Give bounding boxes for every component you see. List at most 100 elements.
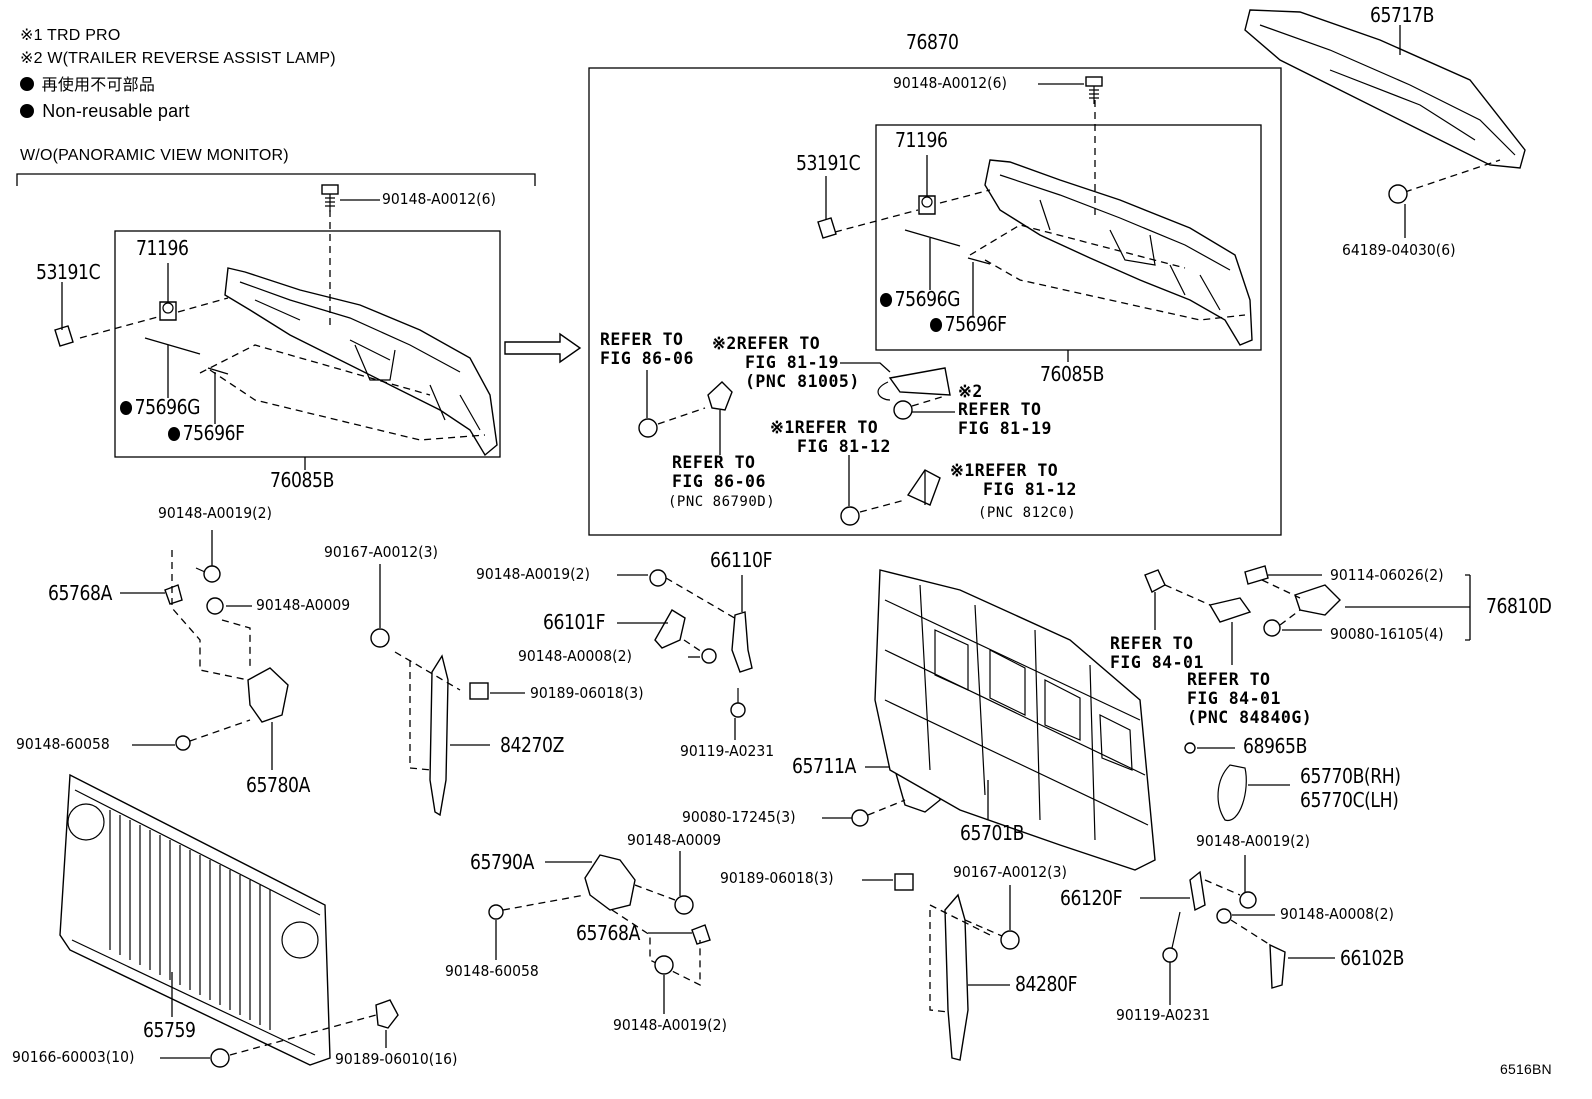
65768a-bushing-icon-b bbox=[691, 924, 711, 945]
label-66101f: 66101F bbox=[543, 610, 606, 634]
non-reusable-dot-icon bbox=[20, 77, 34, 91]
label-90119-a0231-b: 90119-A0231 bbox=[1116, 1006, 1211, 1024]
label-66120f: 66120F bbox=[1060, 886, 1123, 910]
ref-81-19-b-line2: FIG 81-19 bbox=[958, 419, 1052, 438]
right-box-bolt-c-icon bbox=[840, 499, 906, 526]
label-65711a: 65711A bbox=[792, 754, 856, 778]
screw-90080-16105-icon bbox=[1263, 609, 1301, 637]
label-right-75696f-text: 75696F bbox=[944, 312, 1007, 336]
label-90148-60058-a: 90148-60058 bbox=[16, 735, 110, 753]
65790a-hinge-part bbox=[584, 854, 636, 911]
ref-81-12-b-line2: FIG 81-12 bbox=[983, 480, 1077, 499]
65768a-bushing-icon-a bbox=[164, 584, 183, 605]
label-left-75696f-text: 75696F bbox=[182, 421, 245, 445]
label-65790a: 65790A bbox=[470, 850, 534, 874]
right-box-bolt-a-icon bbox=[638, 407, 706, 438]
screw-90167-a0012-icon-a bbox=[370, 628, 390, 648]
66102b-plate-part bbox=[1269, 943, 1286, 989]
note-non-reusable-en: Non-reusable part bbox=[20, 102, 190, 120]
label-90148-a0019-c: 90148-A0019(2) bbox=[613, 1016, 727, 1034]
label-68965b: 68965B bbox=[1243, 734, 1307, 758]
68965b-cushion-icon bbox=[1184, 742, 1196, 754]
label-left-75696g-text: 75696G bbox=[134, 395, 201, 419]
right-box-screw-icon bbox=[1085, 76, 1103, 104]
ref-86-06-b-line2: FIG 86-06 bbox=[672, 472, 766, 491]
label-90080-17245: 90080-17245(3) bbox=[682, 808, 796, 826]
screw-90148-a0019-icon-a bbox=[195, 565, 221, 583]
ref-81-19-b-mark: ※2 bbox=[958, 382, 983, 401]
label-76810d: 76810D bbox=[1486, 594, 1552, 618]
lamp-812c0-icon bbox=[906, 469, 941, 506]
screw-90167-a0012-icon-b bbox=[964, 919, 1020, 950]
non-reusable-dot-icon bbox=[120, 401, 133, 415]
label-left-53191c: 53191C bbox=[36, 260, 101, 284]
label-90148-a0009-a: 90148-A0009 bbox=[256, 596, 351, 614]
label-84270z: 84270Z bbox=[500, 733, 564, 757]
label-65768a-b: 65768A bbox=[576, 921, 640, 945]
ref-84-01-a-line1: REFER TO bbox=[1110, 634, 1194, 653]
76810d-camera-part bbox=[1294, 584, 1341, 616]
84280f-stay-part bbox=[944, 893, 969, 1061]
screw-90148-a0008-icon-a bbox=[683, 639, 717, 664]
label-66110f: 66110F bbox=[710, 548, 773, 572]
ref-84-01-b-line1: REFER TO bbox=[1187, 670, 1271, 689]
ref-86-06-a-line1: REFER TO bbox=[600, 330, 684, 349]
ref-81-12-b-line1: ※1REFER TO bbox=[950, 461, 1059, 480]
variant-label: W/O(PANORAMIC VIEW MONITOR) bbox=[20, 147, 289, 164]
label-right-53191c: 53191C bbox=[796, 151, 861, 175]
label-right-71196: 71196 bbox=[895, 128, 948, 152]
ref-81-12-b-line3: (PNC 812C0) bbox=[978, 505, 1077, 521]
figure-code: 6516BN bbox=[1500, 1061, 1552, 1077]
non-reusable-dot-icon bbox=[880, 293, 893, 307]
label-90189-06018-a: 90189-06018(3) bbox=[530, 684, 644, 702]
note-trd-pro: ※1 TRD PRO bbox=[20, 27, 121, 44]
screw-90148-a0019-icon-d bbox=[1204, 879, 1257, 909]
ref-81-19-a-line1: ※2REFER TO bbox=[712, 334, 821, 353]
left-box-screw-icon bbox=[321, 184, 339, 212]
non-reusable-dot-icon bbox=[20, 104, 34, 118]
84270z-stay-part bbox=[429, 654, 449, 817]
arrow-icon bbox=[504, 332, 582, 364]
label-90148-a0008-a: 90148-A0008(2) bbox=[518, 647, 632, 665]
ref-86-06-b-line3: (PNC 86790D) bbox=[668, 494, 776, 510]
right-box bbox=[588, 67, 1282, 536]
label-90080-16105: 90080-16105(4) bbox=[1330, 625, 1444, 643]
ref-86-06-b-line1: REFER TO bbox=[672, 453, 756, 472]
label-right-75696g: 75696G bbox=[880, 287, 961, 311]
65701b-tailgate-panel-part bbox=[874, 569, 1156, 871]
screw-90148-a0009-icon-a bbox=[206, 597, 224, 615]
label-90148-60058-b: 90148-60058 bbox=[445, 962, 539, 980]
left-tape-lines bbox=[144, 337, 229, 375]
note-non-reusable-en-text: Non-reusable part bbox=[42, 101, 190, 121]
nut-90189-06018-icon-b bbox=[894, 873, 914, 891]
right-garnish-part bbox=[984, 159, 1253, 346]
cable-65770-part bbox=[1217, 764, 1247, 821]
label-right-75696g-text: 75696G bbox=[894, 287, 961, 311]
label-90148-a0008-b: 90148-A0008(2) bbox=[1280, 905, 1394, 923]
label-90189-06018-b: 90189-06018(3) bbox=[720, 869, 834, 887]
nut-90189-06010-icon bbox=[375, 999, 399, 1029]
label-right-76085b: 76085B bbox=[1040, 362, 1104, 386]
left-71196-clip-icon bbox=[159, 301, 177, 321]
label-90148-a0019-b: 90148-A0019(2) bbox=[476, 565, 590, 583]
ref-84-01-b-line2: FIG 84-01 bbox=[1187, 689, 1281, 708]
note-trailer-reverse-assist: ※2 W(TRAILER REVERSE ASSIST LAMP) bbox=[20, 50, 336, 67]
label-65770c: 65770C(LH) bbox=[1300, 788, 1399, 812]
left-53191c-clip-icon bbox=[54, 325, 74, 347]
66120f-striker-part bbox=[1189, 870, 1206, 912]
label-left-71196: 71196 bbox=[136, 236, 189, 260]
label-65701b: 65701B bbox=[960, 821, 1024, 845]
screw-90148-60058-icon-a bbox=[175, 719, 251, 751]
label-65759: 65759 bbox=[143, 1018, 196, 1042]
label-65770b: 65770B(RH) bbox=[1300, 764, 1401, 788]
label-90148-a0009-b: 90148-A0009 bbox=[627, 831, 722, 849]
label-90119-a0231-a: 90119-A0231 bbox=[680, 742, 775, 760]
label-right-75696f: 75696F bbox=[930, 314, 1007, 334]
screw-90148-a0019-icon-c bbox=[654, 955, 674, 975]
right-53191c-clip-icon bbox=[817, 217, 837, 239]
label-left-75696f: 75696F bbox=[168, 423, 245, 443]
label-90167-a0012-b: 90167-A0012(3) bbox=[953, 863, 1067, 881]
left-garnish-part bbox=[224, 267, 498, 457]
label-90189-06010: 90189-06010(16) bbox=[335, 1050, 458, 1068]
note-non-reusable-jp: 再使用不可部品 bbox=[20, 77, 155, 94]
